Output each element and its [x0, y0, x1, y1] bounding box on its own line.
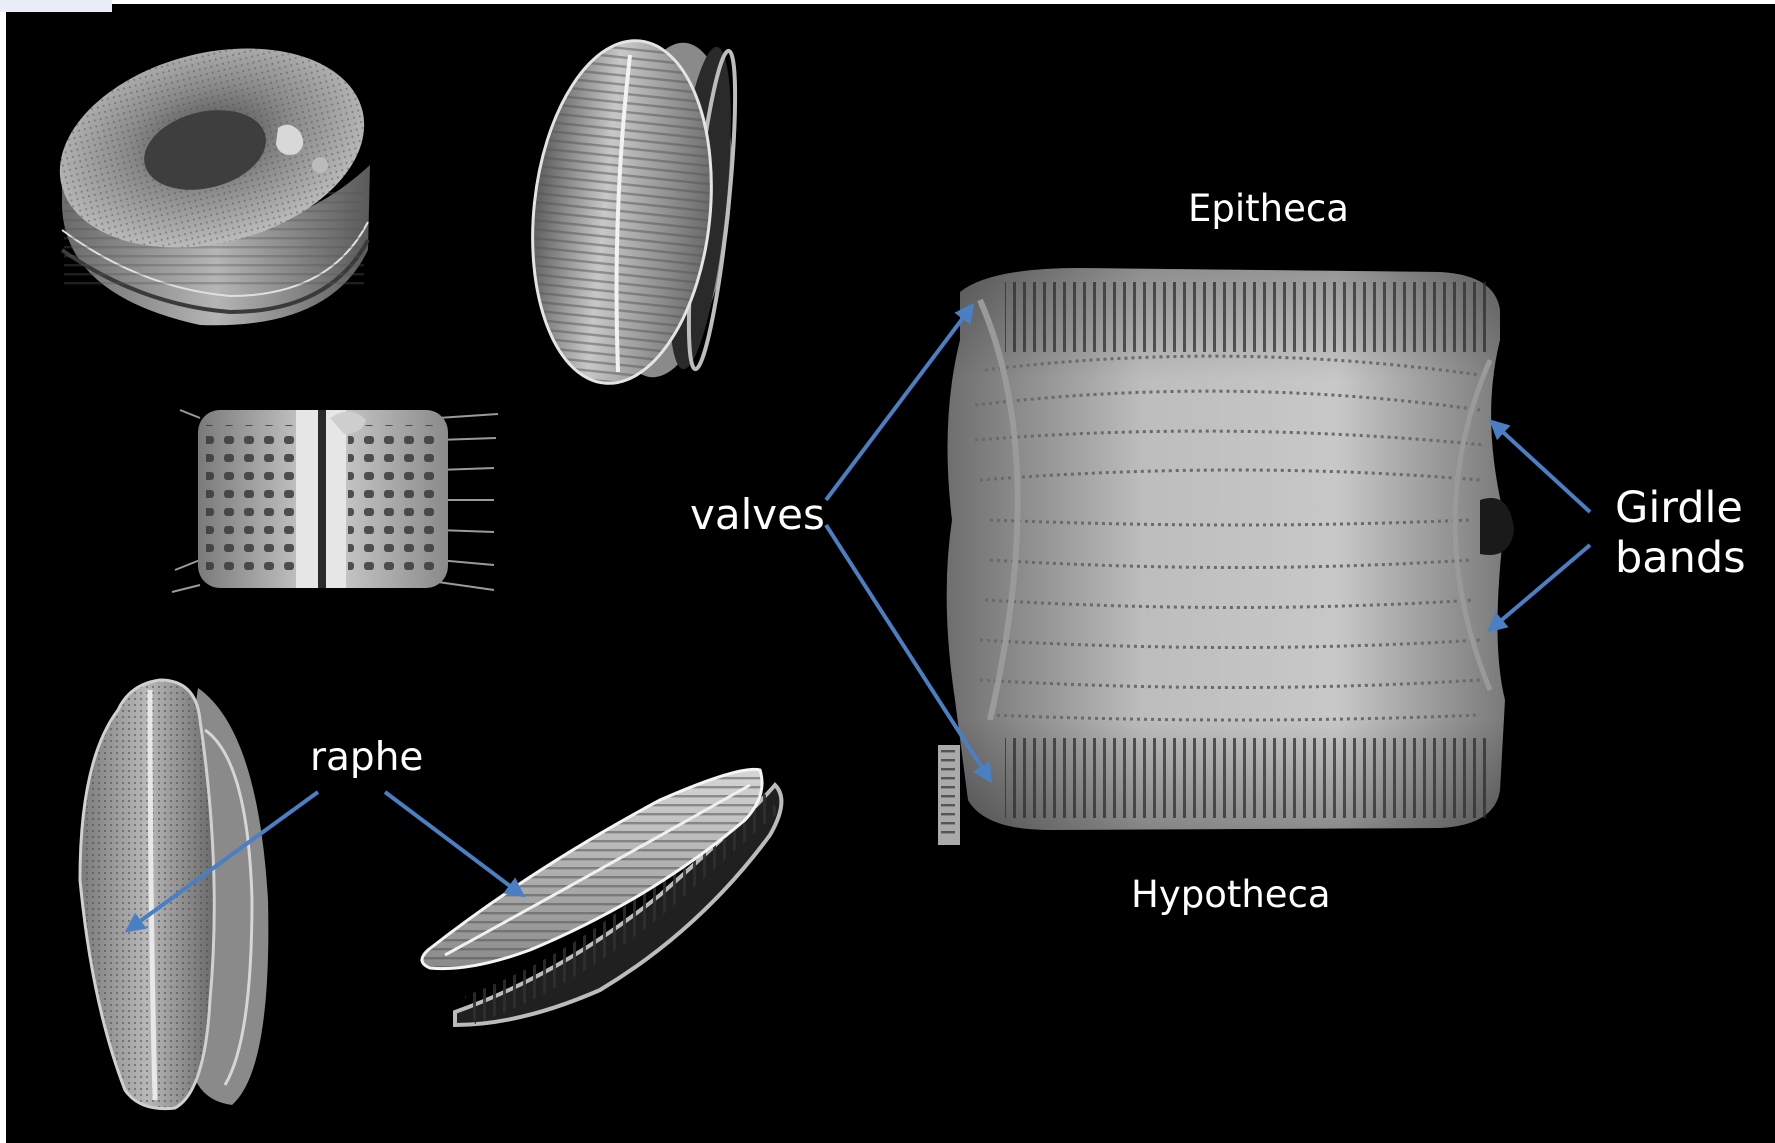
label-epitheca: Epitheca [1188, 188, 1349, 229]
corner-tab [0, 0, 112, 12]
label-hypotheca: Hypotheca [1131, 874, 1331, 915]
label-girdle-bands: Girdle bands [1615, 484, 1746, 584]
large-diatom-frustule [938, 268, 1514, 845]
label-valves: valves [690, 491, 825, 538]
label-girdle-line1: Girdle [1615, 484, 1746, 534]
label-raphe: raphe [310, 736, 423, 780]
label-girdle-line2: bands [1615, 534, 1746, 584]
